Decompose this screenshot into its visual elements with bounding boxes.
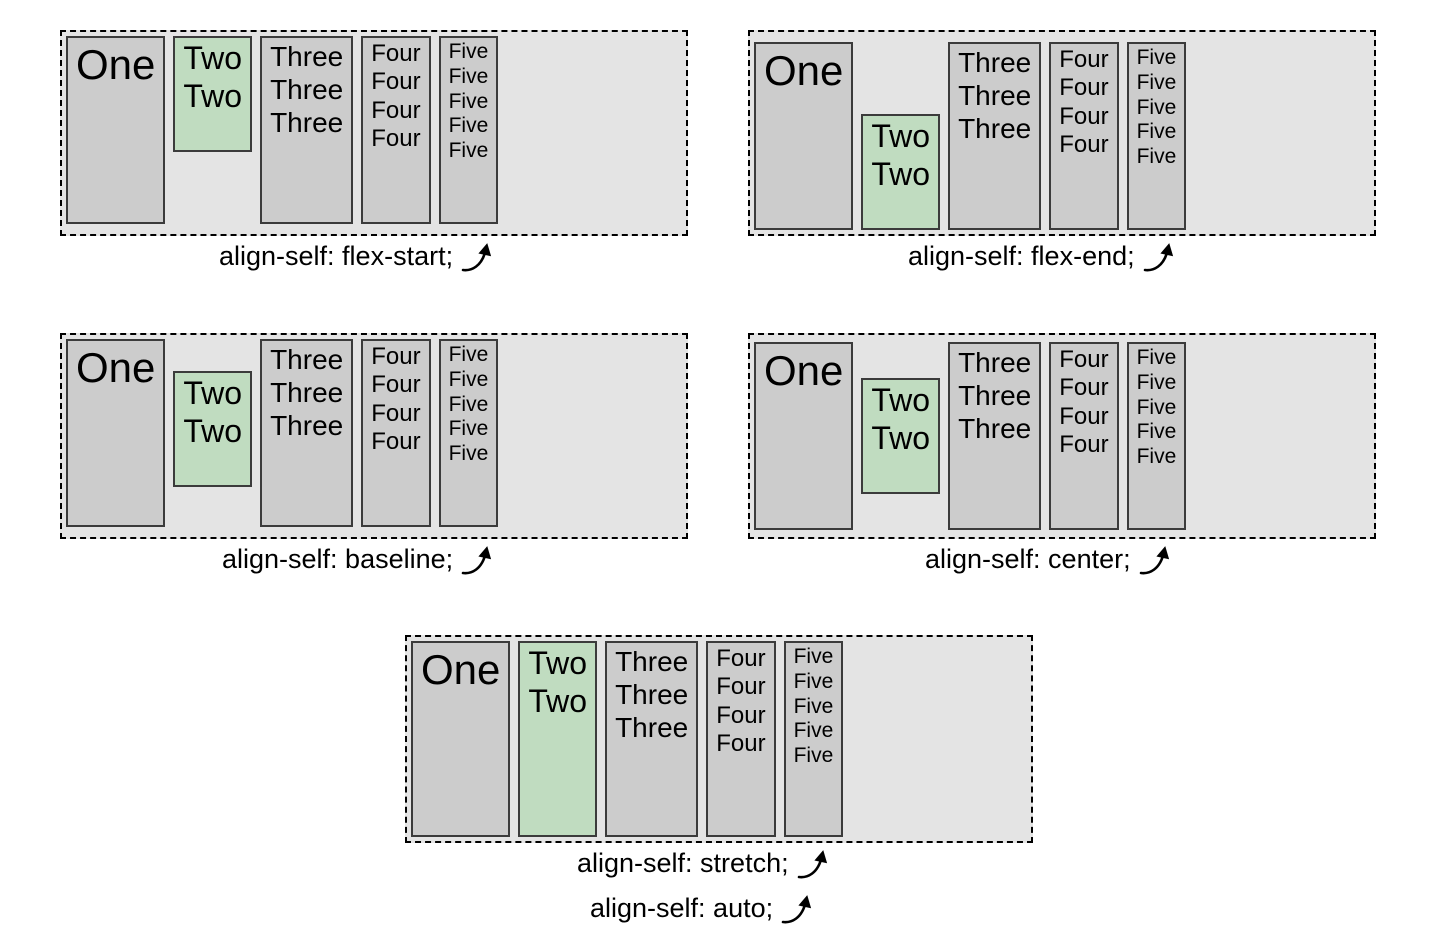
caption-center: align-self: center;	[925, 543, 1173, 575]
flex-item-four: Four Four Four Four	[1049, 42, 1119, 230]
curved-up-arrow-icon	[461, 544, 495, 576]
caption-auto: align-self: auto;	[590, 892, 815, 924]
flex-item-two-highlighted: Two Two	[861, 378, 941, 494]
flex-item-three: Three Three Three	[948, 42, 1042, 230]
curved-up-arrow-icon	[1143, 241, 1177, 273]
caption-text: align-self: stretch;	[577, 847, 789, 878]
curved-up-arrow-icon	[797, 848, 831, 880]
flex-item-one: One	[411, 641, 511, 837]
flex-item-four: Four Four Four Four	[361, 339, 431, 527]
caption-text: align-self: flex-start;	[219, 240, 454, 271]
flex-item-one: One	[754, 42, 854, 230]
curved-up-arrow-icon	[461, 241, 495, 273]
flex-item-five: Five Five Five Five Five	[1126, 342, 1187, 530]
flex-item-three: Three Three Three	[605, 641, 699, 837]
flex-item-five: Five Five Five Five Five	[438, 36, 499, 224]
caption-text: align-self: center;	[925, 543, 1131, 574]
flex-container-center: One Two Two Three Three Three Four Four …	[748, 333, 1376, 539]
caption-flex-start: align-self: flex-start;	[219, 240, 495, 272]
caption-text: align-self: baseline;	[222, 543, 454, 574]
caption-baseline: align-self: baseline;	[222, 543, 495, 575]
flex-item-one: One	[66, 339, 166, 527]
flex-container-stretch: One Two Two Three Three Three Four Four …	[405, 635, 1033, 843]
flex-item-three: Three Three Three	[260, 339, 354, 527]
caption-text: align-self: flex-end;	[908, 240, 1135, 271]
flex-item-four: Four Four Four Four	[361, 36, 431, 224]
flex-item-five: Five Five Five Five Five	[438, 339, 499, 527]
flex-item-four: Four Four Four Four	[706, 641, 776, 837]
flex-item-one: One	[754, 342, 854, 530]
flex-item-five: Five Five Five Five Five	[1126, 42, 1187, 230]
flex-item-four: Four Four Four Four	[1049, 342, 1119, 530]
curved-up-arrow-icon	[1139, 544, 1173, 576]
flex-item-two-highlighted: Two Two	[861, 114, 941, 230]
caption-stretch: align-self: stretch;	[577, 847, 831, 879]
flex-item-five: Five Five Five Five Five	[783, 641, 844, 837]
flex-item-two-highlighted: Two Two	[173, 36, 253, 152]
flex-item-two-highlighted: Two Two	[173, 371, 253, 487]
curved-up-arrow-icon	[781, 893, 815, 925]
flex-item-three: Three Three Three	[260, 36, 354, 224]
caption-text: align-self: auto;	[590, 892, 774, 923]
flex-item-two-highlighted: Two Two	[518, 641, 598, 837]
flex-item-three: Three Three Three	[948, 342, 1042, 530]
caption-flex-end: align-self: flex-end;	[908, 240, 1177, 272]
flex-container-flex-start: One Two Two Three Three Three Four Four …	[60, 30, 688, 236]
flex-container-baseline: One Two Two Three Three Three Four Four …	[60, 333, 688, 539]
flex-item-one: One	[66, 36, 166, 224]
flex-container-flex-end: One Two Two Three Three Three Four Four …	[748, 30, 1376, 236]
